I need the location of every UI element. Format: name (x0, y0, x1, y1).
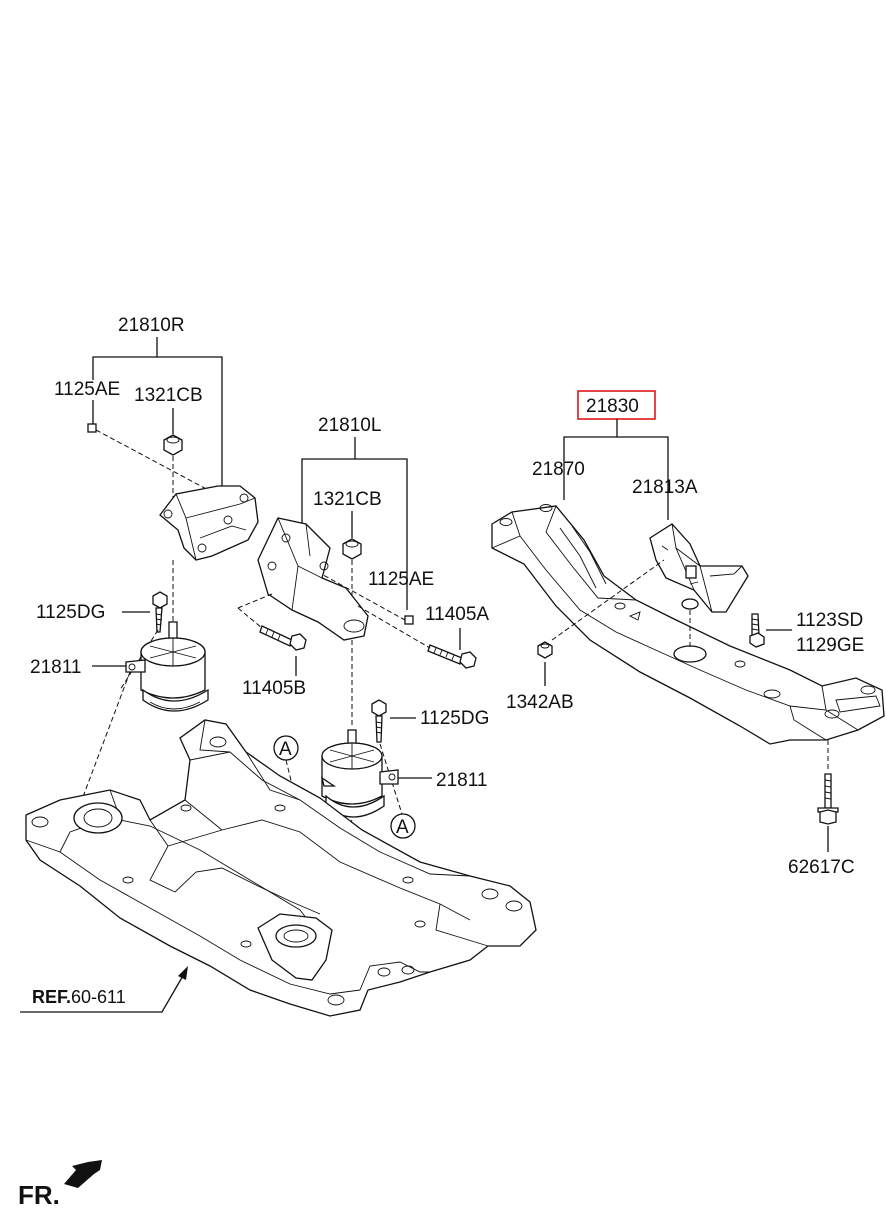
callout-21811-mid[interactable]: 21811 (436, 770, 487, 791)
ref-prefix: REF. (32, 987, 71, 1007)
callout-1123SD[interactable]: 1123SD (796, 610, 863, 631)
bolt-1125AE-mid[interactable] (404, 615, 414, 625)
bolt-11405A[interactable] (427, 644, 477, 669)
fr-label: FR. (18, 1180, 60, 1210)
callout-21870[interactable]: 21870 (532, 459, 585, 480)
bracket-21810L[interactable] (257, 517, 369, 641)
nut-1342AB[interactable] (537, 641, 553, 659)
svg-text:A: A (396, 817, 409, 838)
callout-1342AB[interactable]: 1342AB (506, 692, 574, 713)
callout-1125DG-mid[interactable]: 1125DG (420, 708, 489, 729)
group-21810R: 21810R 1125AE 1321CB 11 (30, 315, 259, 811)
callout-21813A[interactable]: 21813A (632, 477, 698, 498)
bolt-11405B[interactable] (259, 625, 307, 651)
callout-1125AE-mid[interactable]: 1125AE (368, 569, 434, 590)
callout-A-upper[interactable]: A (273, 735, 299, 761)
nut-1321CB-left[interactable] (163, 434, 183, 456)
callout-21810R[interactable]: 21810R (118, 315, 185, 336)
bracket-21813A[interactable] (649, 523, 749, 613)
callout-1321CB-left[interactable]: 1321CB (134, 385, 203, 406)
callout-21810L[interactable]: 21810L (318, 415, 381, 436)
crossmember-21870[interactable] (491, 504, 885, 745)
bolt-1125DG-mid[interactable] (371, 699, 387, 743)
svg-text:A: A (279, 739, 292, 760)
callout-62617C[interactable]: 62617C (788, 857, 855, 878)
front-arrow-icon (64, 1160, 102, 1188)
callout-1125AE-left[interactable]: 1125AE (54, 379, 120, 400)
bolt-1123SD-1129GE[interactable] (749, 613, 765, 648)
callout-1321CB-mid[interactable]: 1321CB (313, 489, 382, 510)
callout-11405A[interactable]: 11405A (425, 604, 489, 625)
engine-mount-21811-mid[interactable] (320, 729, 399, 818)
svg-text:REF.60-611: REF.60-611 (32, 987, 126, 1007)
bracket-21810R[interactable] (159, 485, 259, 561)
ref-number: 60-611 (71, 987, 126, 1007)
bolt-1125DG-left[interactable] (152, 591, 168, 633)
nut-1321CB-mid[interactable] (342, 538, 362, 560)
group-21830: 21830 21870 21813A (491, 390, 885, 878)
callout-21830[interactable]: 21830 (586, 396, 639, 417)
subframe[interactable] (25, 719, 537, 1017)
bolt-62617C[interactable] (817, 773, 839, 825)
callout-21811-left[interactable]: 21811 (30, 657, 81, 678)
callout-1125DG-left[interactable]: 1125DG (36, 602, 105, 623)
callout-1129GE[interactable]: 1129GE (796, 635, 864, 656)
bolt-1125AE-left[interactable] (87, 423, 97, 433)
engine-mount-21811-left[interactable] (125, 621, 209, 712)
callout-A-lower[interactable]: A (390, 813, 416, 839)
front-direction-indicator: FR. (18, 1160, 102, 1210)
callout-11405B[interactable]: 11405B (242, 678, 306, 699)
ref-60-611[interactable]: REF.60-611 (20, 966, 188, 1013)
